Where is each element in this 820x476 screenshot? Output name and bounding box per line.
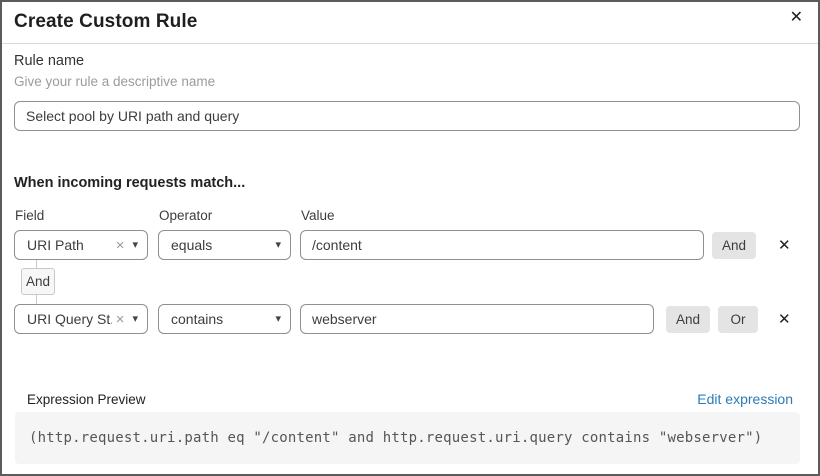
operator-select-row1[interactable]: equals ▾ <box>158 230 291 260</box>
clear-icon[interactable]: × <box>115 236 125 254</box>
connector-line <box>36 295 37 304</box>
rule-name-hint: Give your rule a descriptive name <box>14 74 216 89</box>
add-and-button-row2[interactable]: And <box>666 306 710 333</box>
value-input-row2[interactable] <box>300 304 654 334</box>
chevron-down-icon: ▾ <box>275 238 281 251</box>
field-column-label: Field <box>15 208 45 223</box>
chevron-down-icon: ▾ <box>132 312 138 325</box>
operator-select-row2-value: contains <box>171 311 224 327</box>
clear-icon[interactable]: × <box>115 310 125 328</box>
chevron-down-icon: ▾ <box>132 238 138 251</box>
rule-name-label: Rule name <box>14 53 85 69</box>
operator-select-row1-value: equals <box>171 237 213 253</box>
add-and-button-row1[interactable]: And <box>712 232 756 259</box>
expression-code: (http.request.uri.path eq "/content" and… <box>29 430 763 446</box>
page-title: Create Custom Rule <box>14 11 198 32</box>
delete-row2-icon[interactable]: ✕ <box>778 311 791 328</box>
chevron-down-icon: ▾ <box>275 312 281 325</box>
expression-code-block: (http.request.uri.path eq "/content" and… <box>15 412 800 464</box>
connector-line <box>36 260 37 268</box>
value-column-label: Value <box>301 208 335 223</box>
add-or-button-row2[interactable]: Or <box>718 306 758 333</box>
field-select-row2-value: URI Query St... <box>27 311 112 327</box>
value-input-row1[interactable] <box>300 230 704 260</box>
close-icon[interactable]: ✕ <box>789 9 803 26</box>
field-select-row1-value: URI Path <box>27 237 84 253</box>
rule-name-input[interactable] <box>14 101 800 131</box>
delete-row1-icon[interactable]: ✕ <box>778 237 791 254</box>
header-divider <box>2 43 818 44</box>
match-heading: When incoming requests match... <box>14 175 246 191</box>
expression-preview-label: Expression Preview <box>27 392 146 407</box>
edit-expression-link[interactable]: Edit expression <box>697 391 793 407</box>
operator-column-label: Operator <box>159 208 213 223</box>
field-select-row1[interactable]: URI Path × ▾ <box>14 230 148 260</box>
operator-select-row2[interactable]: contains ▾ <box>158 304 291 334</box>
and-connector-badge: And <box>21 268 55 295</box>
field-select-row2[interactable]: URI Query St... × ▾ <box>14 304 148 334</box>
